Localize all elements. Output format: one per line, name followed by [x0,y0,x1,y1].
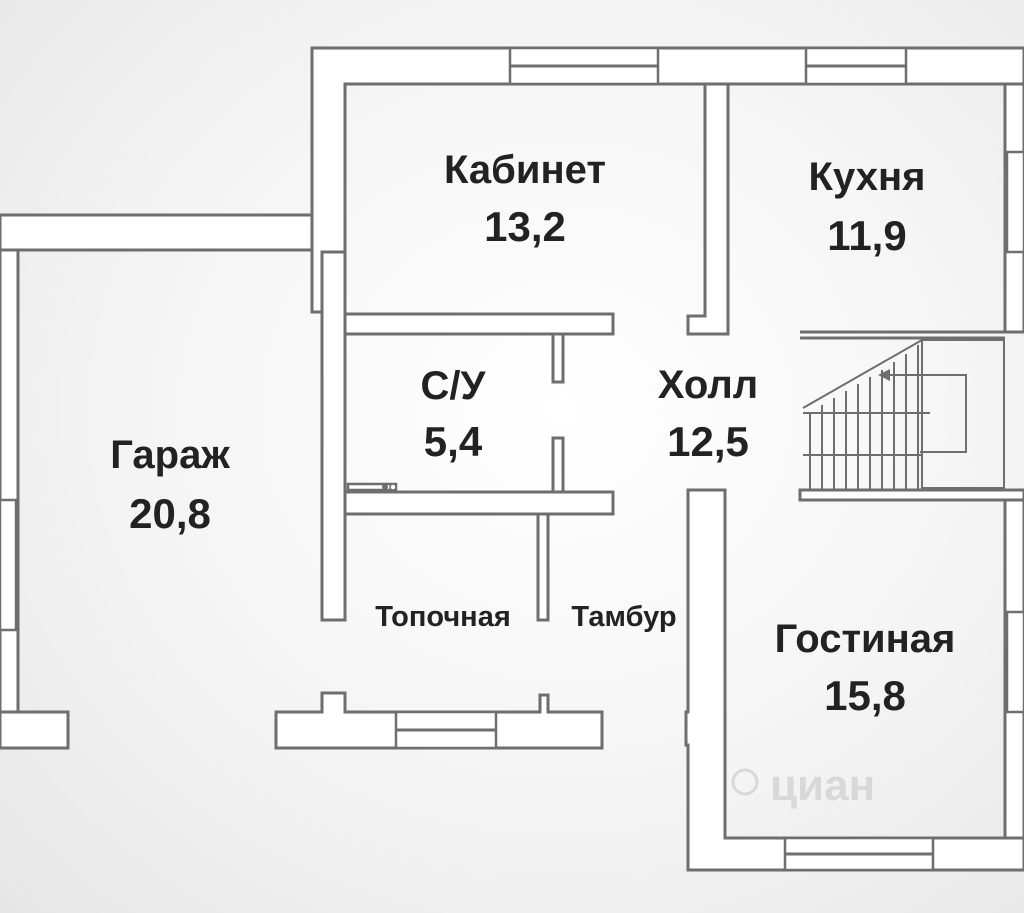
room-bathroom: С/У 5,4 [421,364,487,465]
room-name-hall: Холл [658,363,758,407]
room-name-bathroom: С/У [421,364,487,408]
room-garage: Гараж 20,8 [110,433,230,537]
room-name-cabinet: Кабинет [444,148,606,192]
room-kitchen: Кухня 11,9 [809,155,926,259]
room-hall: Холл 12,5 [658,363,758,465]
watermark: циан [731,761,875,810]
interior-walls [343,82,1024,622]
room-name-living: Гостиная [775,617,956,661]
room-name-vestibule: Тамбур [571,601,676,633]
room-name-garage: Гараж [110,433,230,477]
room-area-bathroom: 5,4 [424,418,483,465]
room-area-cabinet: 13,2 [484,203,566,250]
room-area-garage: 20,8 [129,490,211,537]
room-cabinet: Кабинет 13,2 [444,148,606,250]
room-name-kitchen: Кухня [809,155,926,199]
room-area-kitchen: 11,9 [827,212,906,259]
watermark-logo-icon [731,768,759,796]
stair-arrow-icon [878,369,890,381]
staircase [802,339,1005,490]
room-living: Гостиная 15,8 [775,617,956,719]
windows [0,46,1024,872]
room-area-hall: 12,5 [667,418,749,465]
room-name-boiler: Топочная [375,601,511,633]
watermark-text: циан [770,761,875,810]
room-area-living: 15,8 [824,672,906,719]
